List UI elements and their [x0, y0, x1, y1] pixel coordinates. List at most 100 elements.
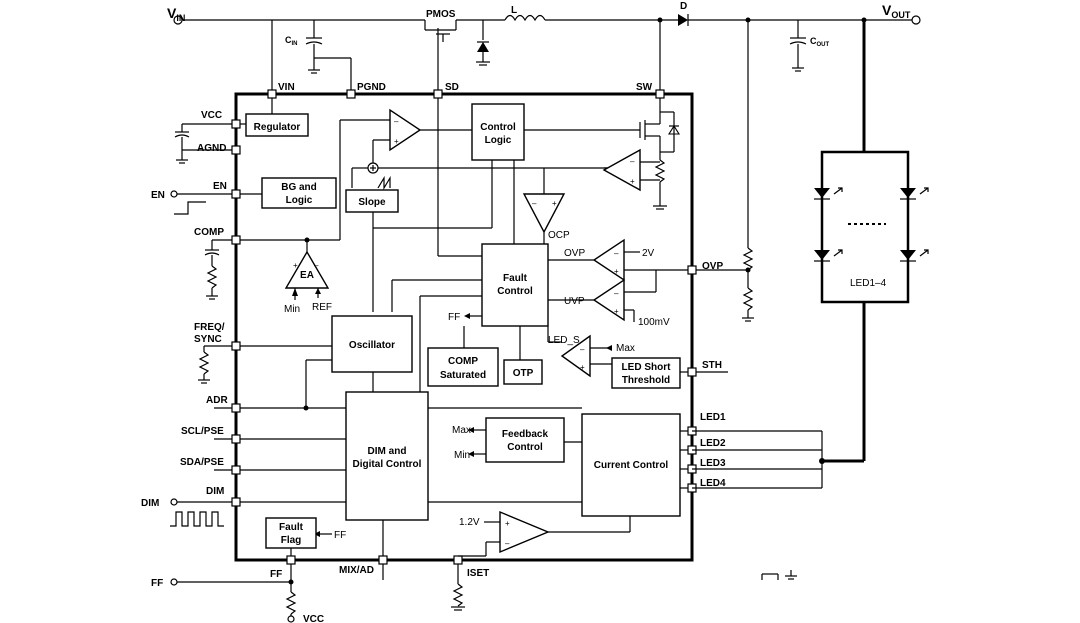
regulator-label: Regulator	[254, 122, 301, 133]
bg-label-1: BG and	[281, 182, 317, 193]
pin-sw[interactable]	[655, 89, 665, 99]
pin-ovp[interactable]	[687, 265, 697, 275]
uvp-signal-label: UVP	[564, 296, 585, 307]
pin-agnd[interactable]	[231, 145, 241, 155]
pin-en[interactable]	[231, 189, 241, 199]
pin-vcc[interactable]	[231, 119, 241, 129]
ff-external-label: FF	[151, 578, 163, 589]
fault-flag-label-2: Flag	[281, 535, 302, 546]
regulator-block: Regulator	[245, 113, 309, 137]
pin-ff[interactable]	[286, 555, 296, 565]
fault-label-1: Fault	[503, 273, 528, 284]
current-sense-amplifier: – +	[602, 148, 641, 192]
pmos-label: PMOS	[426, 9, 456, 20]
ledshort-plus: +	[580, 363, 585, 372]
label-sw: SW	[636, 82, 653, 93]
internal-wiring	[240, 98, 688, 557]
pin-adr[interactable]	[231, 403, 241, 413]
control-label-1: Control	[480, 122, 516, 133]
vin-label: VIN	[167, 5, 185, 23]
feedback-control-block: Feedback Control Max Min	[452, 417, 565, 463]
cout-label: COUT	[810, 36, 830, 48]
ea-min-label: Min	[284, 304, 300, 315]
uvp-plus: +	[614, 307, 619, 316]
pin-dim[interactable]	[231, 497, 241, 507]
ea-minus: –	[314, 261, 319, 270]
pin-sd[interactable]	[433, 89, 443, 99]
label-vcc: VCC	[201, 110, 222, 121]
label-dim: DIM	[206, 486, 224, 497]
current-control-block: Current Control	[581, 413, 681, 517]
ovp-minus: –	[614, 249, 619, 258]
comp-sat-label-1: COMP	[448, 356, 478, 367]
led-string-label: LED1–4	[850, 278, 887, 289]
label-led1: LED1	[700, 412, 726, 423]
input-capacitor	[271, 20, 352, 94]
feedback-max-label: Max	[452, 425, 471, 436]
label-ff: FF	[270, 569, 282, 580]
pin-comp[interactable]	[231, 235, 241, 245]
oscillator-block: Oscillator	[331, 315, 413, 373]
pin-iset[interactable]	[453, 555, 463, 565]
pin-sda[interactable]	[231, 465, 241, 475]
comp-saturated-block: COMP Saturated	[427, 347, 499, 387]
oscillator-label: Oscillator	[349, 340, 395, 351]
label-led4: LED4	[700, 478, 726, 489]
vout-terminal[interactable]	[911, 15, 921, 25]
output-capacitor	[789, 20, 807, 72]
label-ovp: OVP	[702, 261, 723, 272]
ledshort-minus: –	[580, 345, 585, 354]
pmos-switch	[424, 20, 457, 94]
uvp-comparator: – + UVP 100mV	[564, 278, 670, 328]
feedback-label-1: Feedback	[502, 429, 549, 440]
ovp-2v-label: 2V	[642, 248, 655, 259]
dim-label-2: Digital Control	[353, 459, 422, 470]
iset-1v2-label: 1.2V	[459, 517, 480, 528]
led-s-label: LED_S	[548, 335, 580, 346]
en-external-label: EN	[151, 190, 165, 201]
dim-label-1: DIM and	[368, 446, 407, 457]
vcc-bottom-label: VCC	[303, 614, 324, 623]
uvp-minus: –	[614, 289, 619, 298]
led-short-threshold-block: LED Short Threshold	[611, 357, 681, 389]
ea-ref-label: REF	[312, 302, 332, 313]
pin-mix-ad[interactable]	[378, 555, 388, 565]
led-short-comparator: – + LED_S Max	[548, 334, 635, 378]
label-comp: COMP	[194, 227, 224, 238]
input-output-rail	[173, 14, 921, 248]
fault-flag-ff-label: FF	[334, 530, 346, 541]
uvp-100mv-label: 100mV	[638, 317, 670, 328]
pin-sth[interactable]	[687, 367, 697, 377]
output-diode	[678, 14, 689, 26]
csa-minus: –	[630, 157, 635, 166]
csa-plus: +	[630, 177, 635, 186]
control-label-2: Logic	[485, 135, 512, 146]
otp-block: OTP	[503, 359, 543, 385]
cin-label: CIN	[285, 35, 298, 47]
dim-digital-block: DIM and Digital Control	[345, 391, 429, 521]
slope-block: Slope	[345, 175, 399, 213]
pin-vin[interactable]	[267, 89, 277, 99]
fault-control-block: Fault Control	[481, 243, 549, 327]
ground-symbols	[761, 570, 797, 580]
inductor	[504, 14, 546, 22]
iset-plus: +	[505, 519, 510, 528]
fault-label-2: Control	[497, 286, 533, 297]
ocp-label: OCP	[548, 230, 570, 241]
label-adr: ADR	[206, 395, 228, 406]
pin-freq-sync[interactable]	[231, 341, 241, 351]
pin-scl[interactable]	[231, 434, 241, 444]
pwm-plus: +	[394, 137, 399, 146]
pin-labels: VIN PGND SD SW VCC AGND EN COMP FREQ/ SY…	[180, 82, 726, 580]
inductor-label: L	[511, 5, 517, 16]
label-vin: VIN	[278, 82, 295, 93]
ea-label: EA	[300, 270, 314, 281]
control-logic-block: Control Logic	[471, 103, 525, 161]
slope-label: Slope	[358, 197, 386, 208]
feedback-min-label: Min	[454, 450, 470, 461]
pin-pgnd[interactable]	[346, 89, 356, 99]
ovp-plus: +	[614, 267, 619, 276]
dim-external-label: DIM	[141, 498, 159, 509]
iset-minus: –	[505, 539, 510, 548]
